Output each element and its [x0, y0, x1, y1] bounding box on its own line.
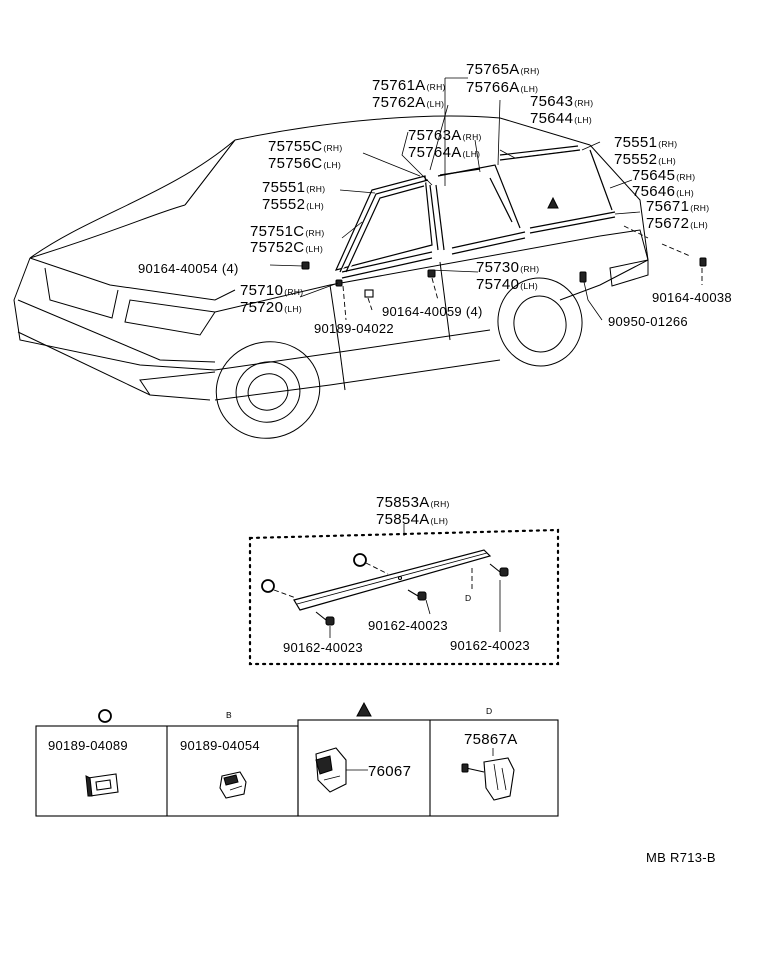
leader-lines [269, 77, 703, 321]
clip-table: B D 90189-04089 90189-04054 76067 [35, 701, 559, 817]
clip-number-75867A: 75867A [464, 731, 518, 748]
screw-icon [489, 563, 509, 577]
label-75763A: 75763A(RH) [408, 127, 482, 144]
label-75552-front: 75552(LH) [262, 196, 324, 213]
screw-icon [407, 589, 427, 601]
clip-icon [219, 771, 247, 799]
label-75720: 75720(LH) [240, 299, 302, 316]
label-screw-b: 90162-40023 [283, 640, 363, 655]
clip-icon [315, 747, 347, 793]
label-75752C: 75752C(LH) [250, 239, 323, 256]
clip-icon [85, 773, 119, 797]
label-75766A: 75766A(LH) [466, 79, 538, 96]
label-75551-rear: 75551(RH) [614, 134, 677, 151]
side-molding-assembly: 75853A(RH) 75854A(LH) D 90162-40023 [248, 494, 560, 666]
label-75730: 75730(RH) [476, 259, 539, 276]
label-75644: 75644(LH) [530, 110, 592, 127]
screw-icon [315, 611, 335, 626]
clip-symbol-circle [261, 579, 275, 593]
label-75854A: 75854A(LH) [376, 511, 448, 528]
upper-part-labels: 75765A(RH) 75766A(LH) 75761A(RH) 75762A(… [138, 61, 732, 336]
symbol-B: B [226, 710, 232, 720]
label-75765A: 75765A(RH) [466, 61, 540, 78]
label-75762A: 75762A(LH) [372, 94, 444, 111]
label-75761A: 75761A(RH) [372, 77, 446, 94]
label-75755C: 75755C(RH) [268, 138, 343, 155]
ref-mark-D: D [465, 593, 471, 603]
triangle-symbol-icon [356, 701, 372, 717]
label-75764A: 75764A(LH) [408, 144, 480, 161]
circle-symbol-icon [98, 709, 112, 723]
label-75672: 75672(LH) [646, 215, 708, 232]
label-75756C: 75756C(LH) [268, 155, 341, 172]
label-75740: 75740(LH) [476, 276, 538, 293]
clip-icon [461, 757, 515, 801]
label-screw-a: 90162-40023 [368, 618, 448, 633]
label-90950-01266: 90950-01266 [608, 314, 688, 329]
label-90164-40059: 90164-40059 (4) [382, 304, 483, 319]
clip-number-76067: 76067 [368, 763, 411, 780]
body-fasteners [301, 196, 707, 298]
diagram-code: MB R713-B [646, 850, 716, 865]
label-75751C: 75751C(RH) [250, 223, 325, 240]
label-screw-c: 90162-40023 [450, 638, 530, 653]
clip-number-90189-04054: 90189-04054 [180, 738, 260, 753]
clip-symbol-circle [353, 553, 367, 567]
label-75645: 75645(RH) [632, 167, 695, 184]
side-molding-strip [293, 549, 492, 611]
label-75853A: 75853A(RH) [376, 494, 450, 511]
station-wagon-outline [13, 115, 649, 439]
label-75646: 75646(LH) [632, 183, 694, 200]
symbol-D: D [486, 706, 492, 716]
clip-table-frame-right [297, 719, 559, 817]
label-75643: 75643(RH) [530, 93, 593, 110]
assembly-dotted-frame [248, 528, 560, 666]
label-90164-40038: 90164-40038 [652, 290, 732, 305]
label-90164-40054: 90164-40054 (4) [138, 261, 239, 276]
clip-number-90189-04089: 90189-04089 [48, 738, 128, 753]
label-75710: 75710(RH) [240, 282, 303, 299]
label-75552-rear: 75552(LH) [614, 151, 676, 168]
label-75551-front: 75551(RH) [262, 179, 325, 196]
label-75671: 75671(RH) [646, 198, 709, 215]
label-90189-04022: 90189-04022 [314, 321, 394, 336]
